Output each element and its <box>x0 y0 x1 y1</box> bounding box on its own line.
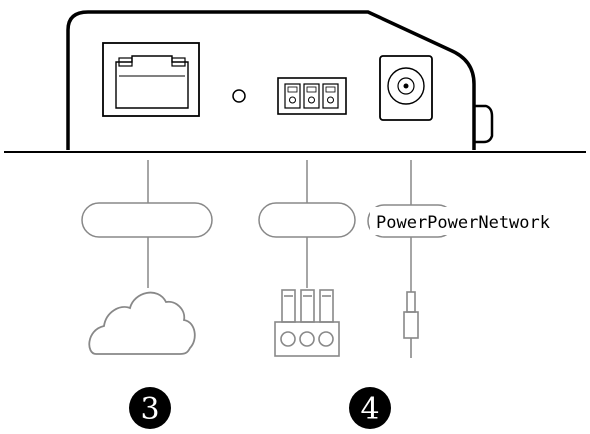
status-led <box>232 89 246 103</box>
device-enclosure <box>66 10 494 150</box>
badge-4-text: 4 <box>360 392 379 427</box>
dc-plug-icon <box>403 291 419 358</box>
label-power: PowerPowerNetwork <box>367 204 584 238</box>
dc-power-jack <box>379 55 433 121</box>
device-terminal-block <box>277 77 347 115</box>
terminal-block-icon <box>274 289 340 357</box>
badge-3: 3 <box>129 387 171 429</box>
badge-3-text: 3 <box>140 392 159 427</box>
label-terminal <box>258 202 356 238</box>
label-network <box>81 202 213 238</box>
badge-4: 4 <box>349 387 391 429</box>
label-power-text: PowerPowerNetwork <box>376 213 550 233</box>
ethernet-port <box>102 42 200 117</box>
connector-lines <box>147 160 412 292</box>
cloud-icon <box>88 291 196 355</box>
